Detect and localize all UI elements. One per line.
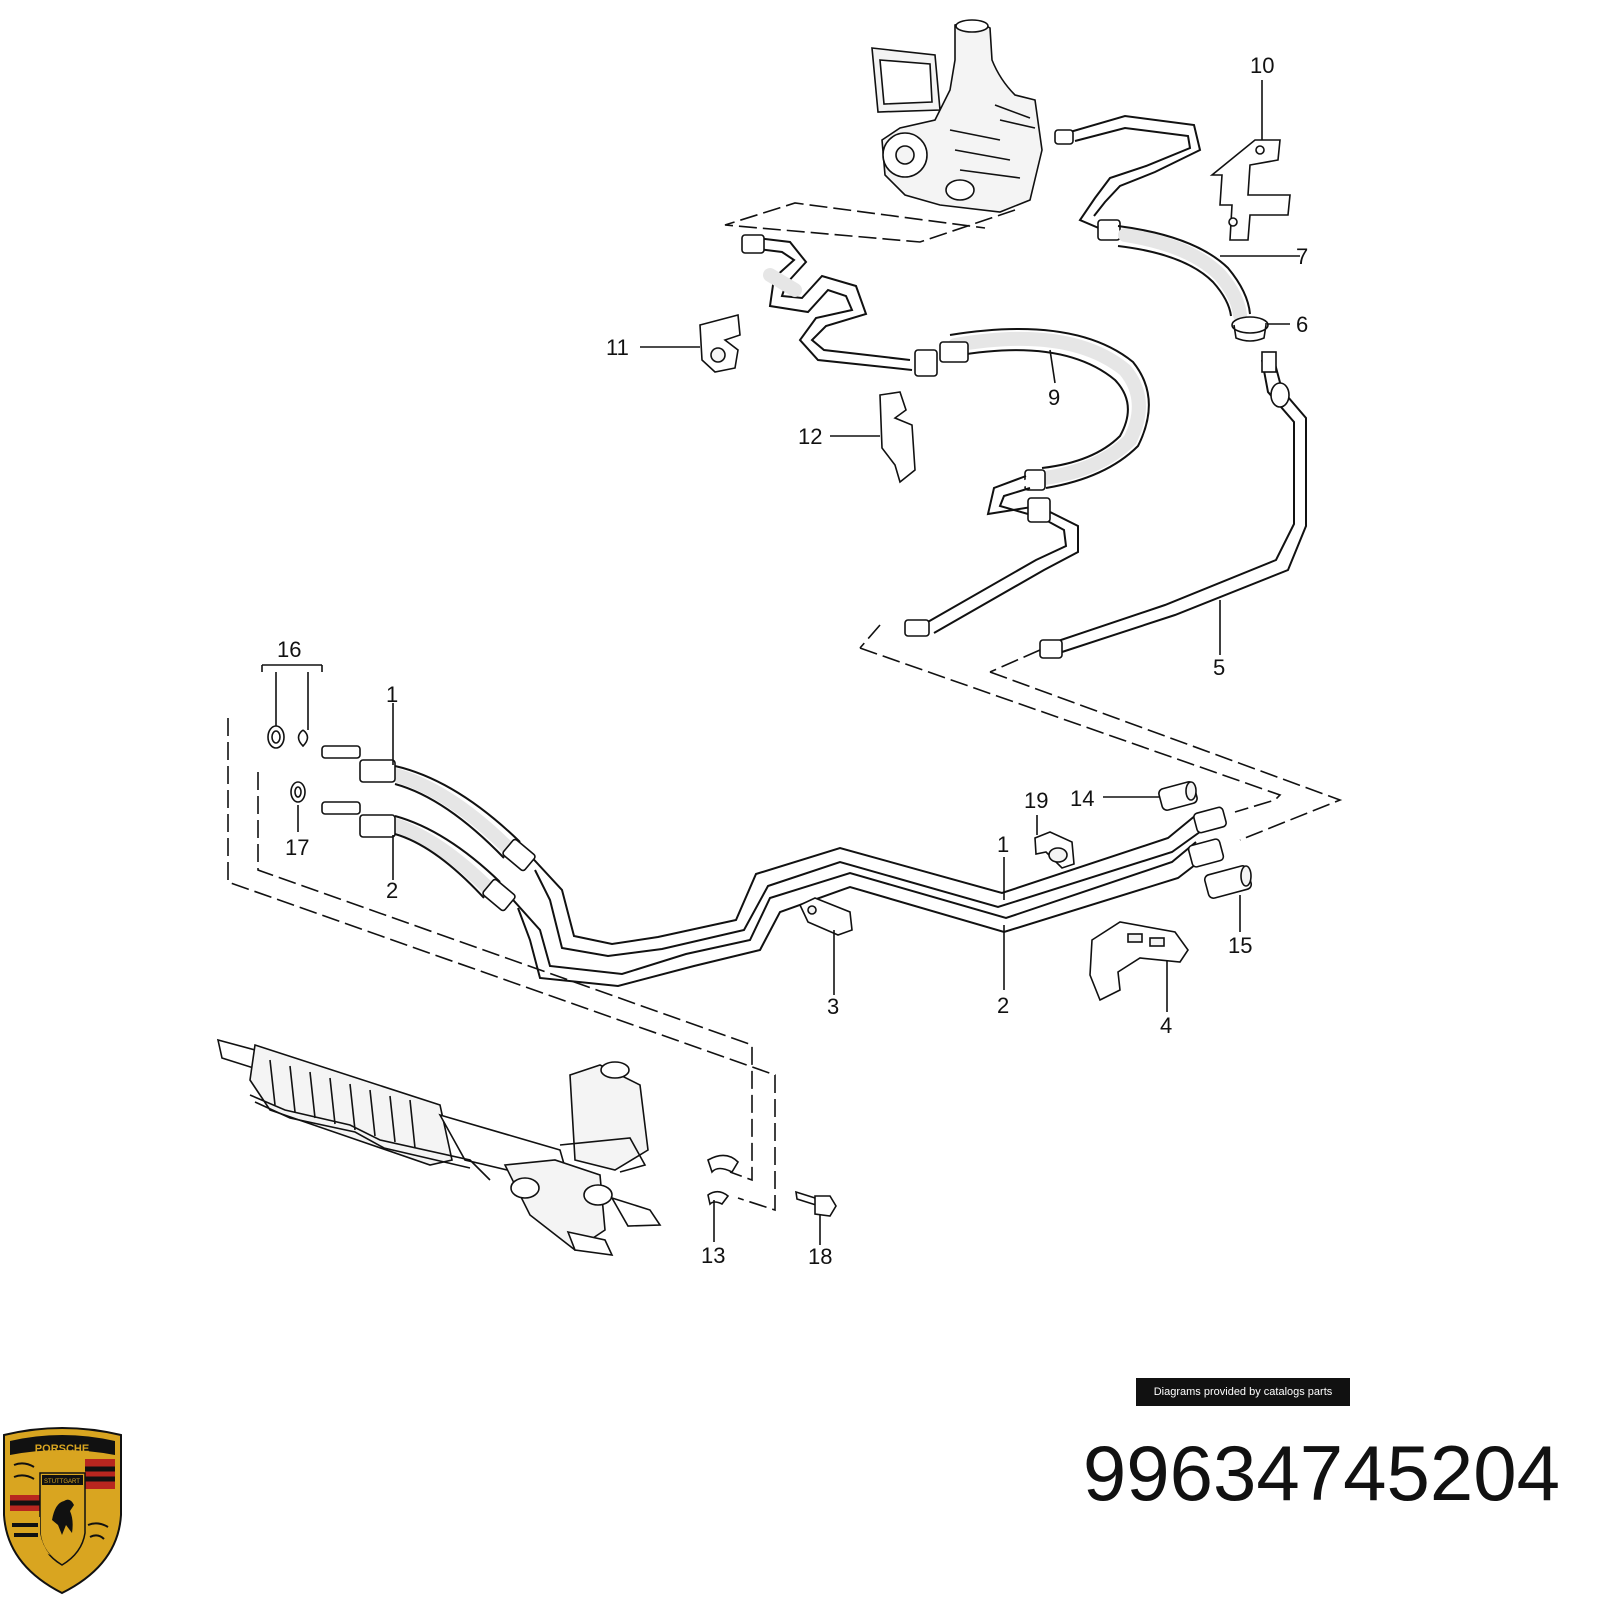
lower-lines: [321, 745, 1227, 988]
callout-15: 14: [1070, 786, 1094, 811]
fitting-16: [1203, 865, 1253, 899]
bracket-13: [699, 313, 741, 373]
hose-7: [1117, 225, 1251, 322]
callout-13: 11: [606, 335, 629, 360]
leader-lines: [261, 80, 1300, 1245]
callout-10: 13: [701, 1243, 725, 1268]
crest-city: STUTTGART: [44, 1479, 80, 1485]
clip-19: [1034, 831, 1075, 869]
clamp-6: [1231, 316, 1269, 342]
callouts: 10 7 6 11 9 12 5 16 1 17 2 14 19 1 2 3 4…: [277, 53, 1308, 1269]
callout-1-right: 1: [997, 832, 1009, 857]
crest-wordmark: PORSCHE: [35, 1443, 89, 1455]
clip-10: [707, 1154, 740, 1206]
part-number: 99634745204: [1082, 1429, 1560, 1517]
callout-6: 6: [1296, 312, 1308, 337]
callout-18: 17: [285, 835, 309, 860]
callout-4: 4: [1160, 1013, 1172, 1038]
power-steering-pump: [871, 19, 1043, 213]
bracket-14: [879, 391, 916, 484]
dashed-leader-lines: [859, 647, 1343, 841]
hose-9: [914, 328, 1150, 491]
return-line-upper: [1054, 114, 1202, 241]
callout-9: 9: [1048, 385, 1060, 410]
fitting-15: [1158, 781, 1198, 811]
callout-2-left: 2: [386, 878, 398, 903]
callout-5: 5: [1213, 655, 1225, 680]
return-line-5: [1039, 351, 1307, 659]
callout-1-left: 1: [386, 682, 398, 707]
bracket-4: [1089, 921, 1189, 1002]
bracket-12: [1209, 139, 1291, 241]
dashed-leader-pump: [724, 202, 1016, 243]
callout-2-right: 2: [997, 993, 1009, 1018]
o-rings: [267, 725, 309, 803]
diagram-source-banner: Diagrams provided by catalogs parts: [1136, 1378, 1350, 1406]
clip-3: [798, 897, 853, 936]
callout-7: 7: [1296, 244, 1308, 269]
callout-14: 12: [798, 424, 822, 449]
porsche-crest-icon: PORSCHE STUTTGART: [3, 1427, 122, 1595]
callout-19: 19: [1024, 788, 1048, 813]
steering-rack: [216, 1038, 662, 1256]
bolt-11: [795, 1190, 837, 1217]
callout-3: 3: [827, 994, 839, 1019]
pressure-line-upper: [741, 234, 913, 371]
dashed-leader-rack: [227, 718, 776, 1212]
callout-12: 10: [1250, 53, 1274, 78]
callout-16: 15: [1228, 933, 1252, 958]
callout-17: 16: [277, 637, 301, 662]
callout-11: 18: [808, 1244, 832, 1269]
pressure-line-mid: [904, 475, 1079, 637]
